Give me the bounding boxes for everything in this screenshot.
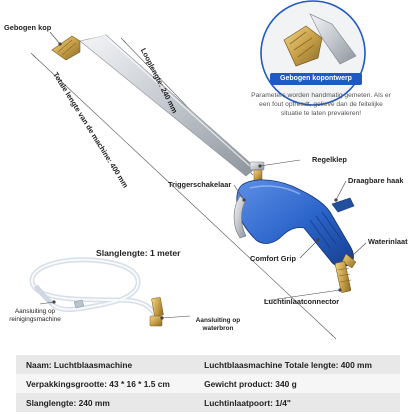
spec-cell: Gewicht product: 340 g (194, 374, 400, 393)
spec-cell: Verpakkingsgrootte: 43 * 16 * 1.5 cm (16, 374, 195, 393)
curved-nozzle-tip (51, 35, 81, 61)
label-trigger: Triggerschakelaar (168, 180, 232, 189)
label-cleaning-connection: Aansluiting op reinigingsmachine (9, 308, 61, 323)
label-air-inlet: Luchtinlaatconnector (264, 297, 340, 306)
hose-end-tip (73, 299, 85, 309)
label-water-connection: Aansluiting op waterbron (195, 317, 241, 332)
label-regulator: Regelklep (312, 155, 347, 164)
callout-title: Gebogen kopontwerp (270, 73, 362, 85)
callout-note: Parameters worden handmatig gemeten. Als… (251, 92, 391, 117)
specs-row: Naam: Luchtblaasmachine Luchtblaasmachin… (16, 355, 400, 374)
label-water-inlet: Waterinlaat (368, 237, 408, 246)
leader-lines (39, 31, 367, 320)
label-comfort-grip: Comfort Grip (250, 254, 296, 263)
hose (29, 257, 158, 317)
spec-cell: Slanglengte: 240 mm (16, 393, 195, 412)
hose-brass-connector (149, 297, 164, 327)
callout-magnifier (260, 0, 366, 106)
label-handle-hook: Draagbare haak (348, 176, 404, 185)
spec-cell: Luchtblaasmachine Totale lengte: 400 mm (194, 355, 400, 374)
specs-row: Verpakkingsgrootte: 43 * 16 * 1.5 cm Gew… (16, 374, 400, 393)
label-curved-nozzle: Gebogen kop (4, 23, 52, 32)
specs-table: Naam: Luchtblaasmachine Luchtblaasmachin… (16, 355, 400, 412)
spec-cell: Luchtinlaatpoort: 1/4" (194, 393, 400, 412)
label-hose-length: Slanglengte: 1 meter (96, 248, 181, 258)
spec-cell: Naam: Luchtblaasmachine (16, 355, 195, 374)
gun-body (233, 161, 357, 293)
specs-row: Slanglengte: 240 mm Luchtinlaatpoort: 1/… (16, 393, 400, 412)
